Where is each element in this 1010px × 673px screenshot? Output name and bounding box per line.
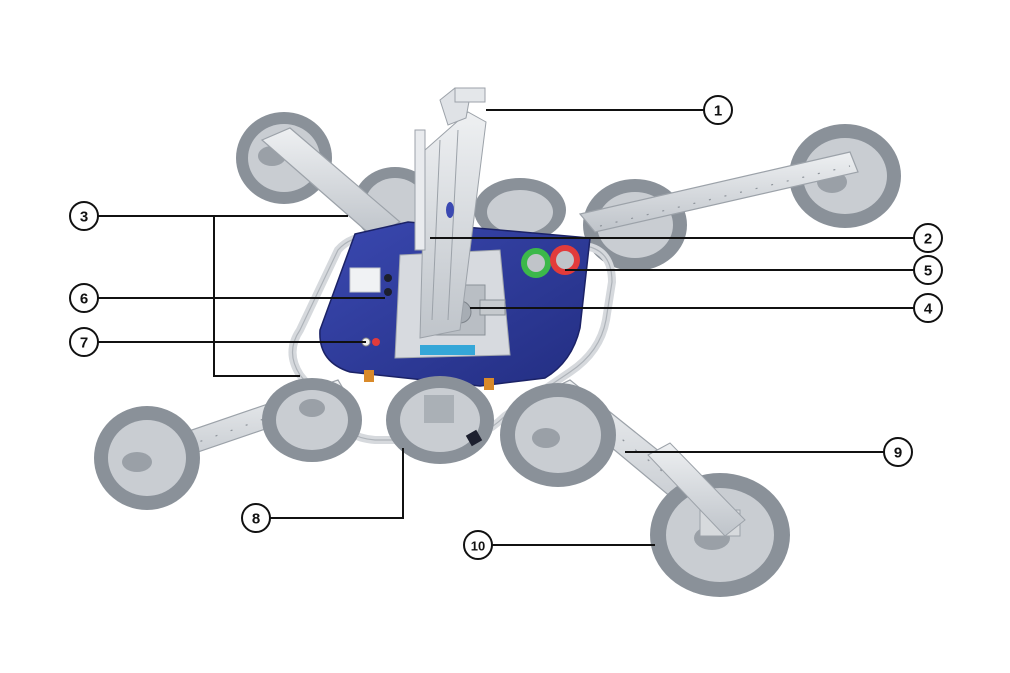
- callout-number: 6: [80, 291, 88, 308]
- leader-3-bracket: [213, 216, 300, 377]
- callout-10: 10: [463, 530, 493, 560]
- suction-pads-front: [94, 376, 790, 597]
- callout-number: 1: [714, 103, 722, 120]
- arm-back-left: [260, 127, 402, 237]
- callout-number: 9: [894, 445, 902, 462]
- control-button-icon: [384, 274, 392, 282]
- control-button-icon: [384, 288, 392, 296]
- callout-2: 2: [913, 223, 943, 253]
- leader-8: [270, 448, 404, 519]
- suction-pad: [500, 383, 616, 487]
- callout-3: 3: [69, 201, 99, 231]
- suction-pad: [94, 406, 200, 510]
- callout-number: 4: [924, 301, 933, 318]
- callout-number: 3: [80, 209, 88, 226]
- lifting-mast: [414, 87, 487, 339]
- suction-pad: [650, 473, 790, 597]
- suction-pad: [386, 376, 494, 464]
- callout-9: 9: [883, 437, 913, 467]
- callout-number: 5: [924, 263, 932, 280]
- callout-8: 8: [241, 503, 271, 533]
- vacuum-gauge-red-icon: [550, 245, 580, 275]
- callout-number: 2: [924, 231, 932, 248]
- callout-5: 5: [913, 255, 943, 285]
- handle-grip: [465, 429, 483, 447]
- callout-number: 10: [471, 539, 485, 554]
- suction-pad: [262, 378, 362, 462]
- callout-1: 1: [703, 95, 733, 125]
- callout-number: 7: [80, 335, 88, 352]
- callout-6: 6: [69, 283, 99, 313]
- control-panel-label: [349, 267, 381, 293]
- callout-7: 7: [69, 327, 99, 357]
- callout-leaders: [98, 109, 914, 546]
- suction-pad: [474, 178, 566, 242]
- suction-pad: [789, 124, 901, 228]
- callout-number: 8: [252, 511, 260, 528]
- vacuum-gauge-green-icon: [521, 248, 551, 278]
- clamp-accent: [364, 370, 374, 382]
- clamp-accent: [484, 378, 494, 390]
- arm-back-right: [578, 151, 859, 233]
- callout-4: 4: [913, 293, 943, 323]
